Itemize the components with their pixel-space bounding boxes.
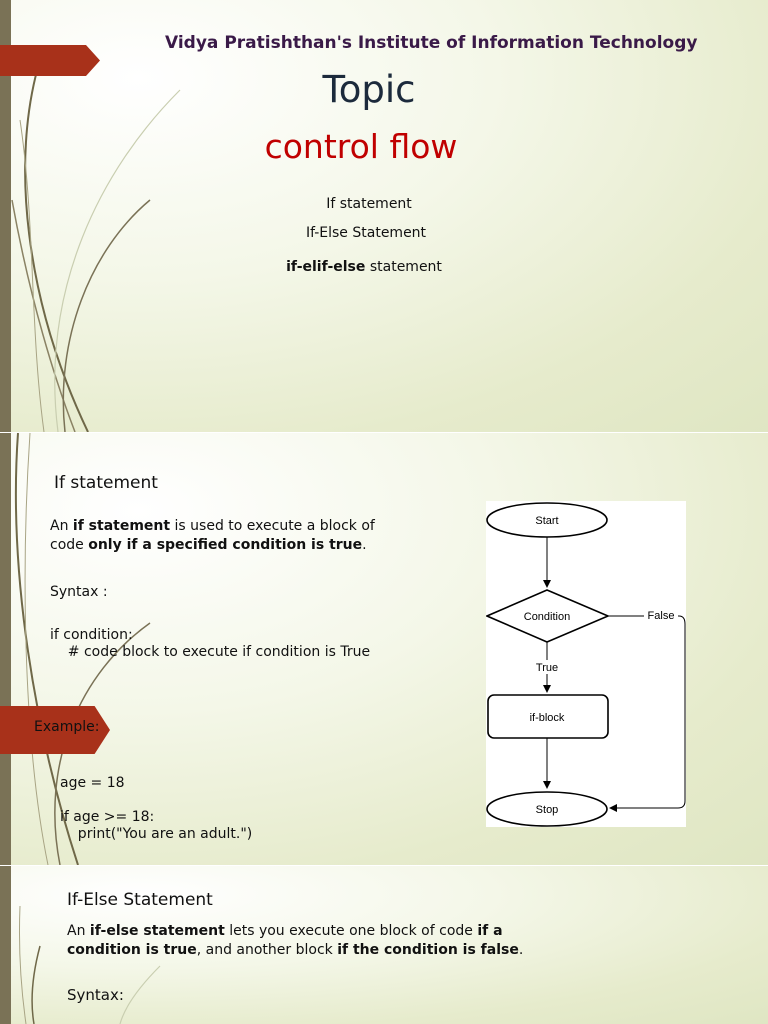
slide-left-bar bbox=[0, 866, 11, 1024]
topic-item-if: If statement bbox=[326, 196, 412, 212]
example-line: print("You are an adult.") bbox=[60, 826, 253, 842]
example-line: if age >= 18: bbox=[60, 809, 155, 825]
decorative-swirl bbox=[18, 905, 161, 1024]
section-heading: If-Else Statement bbox=[67, 890, 213, 910]
if-block-node bbox=[487, 694, 609, 739]
start-label: Start bbox=[535, 515, 558, 527]
example-line bbox=[60, 792, 252, 809]
topic-title: control flow bbox=[264, 127, 458, 166]
false-label: False bbox=[648, 610, 675, 622]
syntax-label: Syntax : bbox=[50, 584, 108, 600]
example-label: Example: bbox=[34, 719, 100, 735]
section-heading: If statement bbox=[54, 473, 158, 493]
true-label-bg bbox=[532, 660, 562, 674]
topic-label: Topic bbox=[322, 68, 416, 111]
flowchart-panel: Start Condition True if-block Stop False bbox=[484, 501, 686, 827]
syntax-line: if condition: bbox=[50, 627, 133, 643]
topic-item-if-else: If-Else Statement bbox=[305, 225, 427, 241]
slide-title: Vidya Pratishthan's Institute of Informa… bbox=[0, 0, 768, 432]
true-label: True bbox=[536, 662, 558, 674]
slide-left-bar bbox=[0, 0, 11, 432]
stop-label: Stop bbox=[536, 804, 559, 816]
slide-left-bar bbox=[0, 433, 11, 865]
slide-if-statement: If statement An if statement is used to … bbox=[0, 433, 768, 865]
example-code: age = 18 if age >= 18: print("You are an… bbox=[60, 775, 252, 843]
topic-item-if-elif-else: if-elif-else statement bbox=[286, 259, 442, 275]
stop-node bbox=[486, 791, 608, 827]
if-block-label: if-block bbox=[530, 712, 565, 724]
example-line: age = 18 bbox=[60, 775, 125, 791]
if-else-description: An if-else statement lets you execute on… bbox=[67, 923, 524, 958]
arrow-false-stop bbox=[609, 615, 686, 812]
institute-name: Vidya Pratishthan's Institute of Informa… bbox=[165, 33, 698, 53]
condition-label: Condition bbox=[524, 611, 570, 623]
syntax-line: # code block to execute if condition is … bbox=[50, 644, 371, 660]
decorative-swirl bbox=[11, 59, 181, 432]
title-accent-tab bbox=[0, 45, 100, 76]
syntax-code: if condition: # code block to execute if… bbox=[50, 627, 370, 661]
slide-if-else: If-Else Statement An if-else statement l… bbox=[0, 866, 768, 1024]
syntax-label: Syntax: bbox=[67, 986, 124, 1004]
example-accent-tab bbox=[0, 706, 110, 754]
if-description: An if statement is used to execute a blo… bbox=[50, 518, 375, 553]
if-flowchart: Start Condition True if-block Stop False bbox=[484, 502, 686, 827]
